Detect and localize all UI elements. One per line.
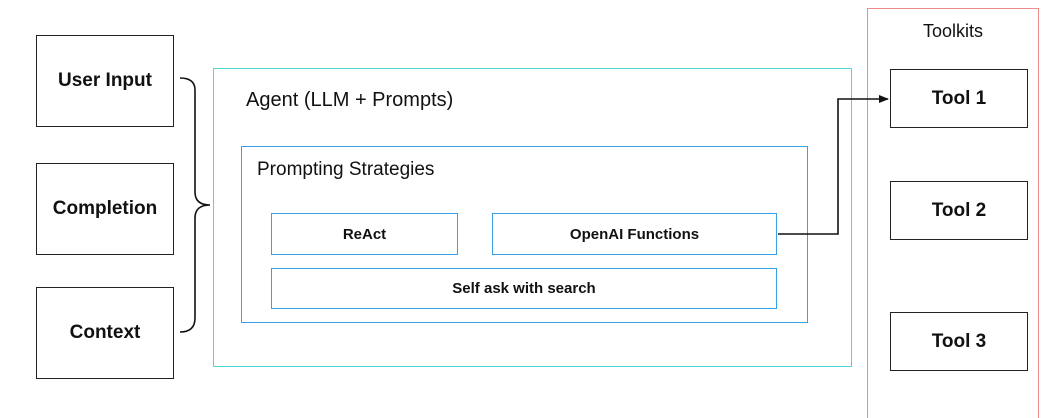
react-label: ReAct <box>342 225 387 243</box>
agent-title: Agent (LLM + Prompts) <box>246 89 454 111</box>
self-ask-label: Self ask with search <box>452 280 596 297</box>
prompting-strategies-title: Prompting Strategies <box>257 159 435 180</box>
input-grouping-brace <box>179 77 211 333</box>
tool-2-box: Tool 2 <box>890 181 1028 240</box>
tool-1-box: Tool 1 <box>890 69 1028 128</box>
openai-functions-label: OpenAI Functions <box>569 225 700 243</box>
self-ask-strategy-box: Self ask with search <box>271 268 777 309</box>
user-input-label: User Input <box>58 70 152 91</box>
tool-3-box: Tool 3 <box>890 312 1028 371</box>
toolkits-title: Toolkits <box>922 21 984 41</box>
user-input-box: User Input <box>36 35 174 127</box>
completion-label: Completion <box>52 198 158 219</box>
tool-1-label: Tool 1 <box>931 87 987 109</box>
context-label: Context <box>69 322 141 343</box>
context-box: Context <box>36 287 174 379</box>
openai-functions-strategy-box: OpenAI Functions <box>492 213 777 255</box>
completion-box: Completion <box>36 163 174 255</box>
tool-3-label: Tool 3 <box>931 330 987 352</box>
react-strategy-box: ReAct <box>271 213 458 255</box>
tool-2-label: Tool 2 <box>931 199 987 221</box>
